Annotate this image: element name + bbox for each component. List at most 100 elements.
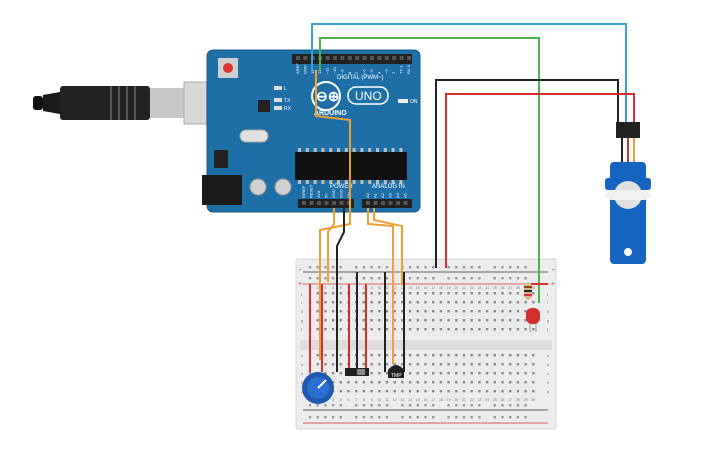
rail-hole[interactable] [509, 266, 512, 269]
breadboard-hole[interactable] [462, 354, 466, 357]
breadboard-hole[interactable] [509, 319, 512, 322]
breadboard-hole[interactable] [501, 301, 504, 304]
breadboard-hole[interactable] [416, 328, 419, 331]
analog-pin-hole[interactable] [373, 201, 378, 205]
breadboard-hole[interactable] [432, 319, 435, 322]
breadboard-hole[interactable] [324, 372, 327, 375]
breadboard-hole[interactable] [324, 319, 327, 322]
breadboard-hole[interactable] [532, 354, 535, 357]
rail-hole[interactable] [355, 404, 358, 407]
breadboard-hole[interactable] [501, 292, 504, 295]
breadboard-hole[interactable] [532, 328, 535, 331]
breadboard-hole[interactable] [455, 363, 458, 366]
rail-hole[interactable] [408, 277, 412, 280]
rail-hole[interactable] [516, 277, 520, 280]
breadboard-hole[interactable] [439, 354, 443, 357]
rail-hole[interactable] [401, 416, 404, 419]
breadboard-hole[interactable] [501, 381, 504, 384]
servo-motor[interactable] [605, 122, 651, 264]
breadboard-hole[interactable] [339, 292, 342, 295]
breadboard-hole[interactable] [501, 372, 504, 375]
breadboard-hole[interactable] [416, 292, 419, 295]
breadboard-hole[interactable] [416, 381, 419, 384]
rail-hole[interactable] [316, 266, 319, 269]
breadboard-hole[interactable] [408, 310, 412, 313]
rail-hole[interactable] [331, 277, 335, 280]
breadboard-hole[interactable] [339, 319, 342, 322]
rail-hole[interactable] [516, 266, 520, 269]
breadboard-hole[interactable] [416, 301, 419, 304]
breadboard-hole[interactable] [493, 328, 496, 331]
breadboard-hole[interactable] [339, 372, 342, 375]
breadboard-hole[interactable] [424, 390, 427, 393]
power-pin-hole[interactable] [324, 201, 329, 205]
rail-hole[interactable] [331, 266, 335, 269]
breadboard-hole[interactable] [447, 354, 450, 357]
breadboard-hole[interactable] [316, 328, 319, 331]
breadboard-hole[interactable] [462, 328, 466, 331]
breadboard-hole[interactable] [362, 319, 366, 322]
breadboard-hole[interactable] [455, 390, 458, 393]
breadboard-hole[interactable] [416, 319, 419, 322]
breadboard-hole[interactable] [485, 390, 489, 393]
rail-hole[interactable] [493, 266, 496, 269]
rail-hole[interactable] [501, 266, 504, 269]
breadboard-hole[interactable] [470, 328, 473, 331]
breadboard-hole[interactable] [355, 390, 358, 393]
rail-hole[interactable] [501, 277, 504, 280]
rail-hole[interactable] [447, 266, 450, 269]
rail-hole[interactable] [470, 266, 473, 269]
rail-hole[interactable] [478, 404, 481, 407]
breadboard-hole[interactable] [385, 372, 389, 375]
breadboard-hole[interactable] [439, 363, 443, 366]
digital-pin-hole[interactable] [296, 56, 300, 60]
breadboard-hole[interactable] [516, 381, 520, 384]
breadboard-hole[interactable] [316, 319, 319, 322]
breadboard-hole[interactable] [324, 363, 327, 366]
breadboard-hole[interactable] [370, 292, 373, 295]
breadboard-hole[interactable] [470, 319, 473, 322]
breadboard-hole[interactable] [447, 390, 450, 393]
breadboard-hole[interactable] [516, 363, 520, 366]
breadboard-hole[interactable] [424, 354, 427, 357]
breadboard-hole[interactable] [385, 354, 389, 357]
breadboard-hole[interactable] [478, 372, 481, 375]
breadboard-hole[interactable] [385, 328, 389, 331]
rail-hole[interactable] [470, 416, 473, 419]
breadboard-hole[interactable] [532, 301, 535, 304]
power-pin-hole[interactable] [317, 201, 321, 205]
rail-hole[interactable] [370, 277, 373, 280]
breadboard-hole[interactable] [424, 301, 427, 304]
rail-hole[interactable] [462, 266, 466, 269]
breadboard-hole[interactable] [416, 310, 419, 313]
rail-hole[interactable] [455, 416, 458, 419]
breadboard-hole[interactable] [516, 301, 520, 304]
breadboard-hole[interactable] [408, 328, 412, 331]
breadboard-hole[interactable] [524, 381, 527, 384]
breadboard-hole[interactable] [401, 310, 404, 313]
breadboard-hole[interactable] [470, 372, 473, 375]
rail-hole[interactable] [470, 404, 473, 407]
breadboard-hole[interactable] [532, 372, 535, 375]
breadboard-hole[interactable] [370, 390, 373, 393]
breadboard-hole[interactable] [378, 310, 381, 313]
breadboard-hole[interactable] [385, 363, 389, 366]
breadboard-hole[interactable] [393, 310, 396, 313]
breadboard-hole[interactable] [485, 319, 489, 322]
rail-hole[interactable] [370, 404, 373, 407]
breadboard-hole[interactable] [316, 363, 319, 366]
breadboard-hole[interactable] [401, 390, 404, 393]
rail-hole[interactable] [432, 277, 435, 280]
breadboard-hole[interactable] [462, 390, 466, 393]
breadboard-hole[interactable] [516, 390, 520, 393]
breadboard-hole[interactable] [524, 319, 527, 322]
breadboard-hole[interactable] [478, 310, 481, 313]
breadboard-hole[interactable] [416, 354, 419, 357]
breadboard-hole[interactable] [439, 301, 443, 304]
breadboard-hole[interactable] [493, 292, 496, 295]
breadboard-hole[interactable] [393, 301, 396, 304]
breadboard-hole[interactable] [324, 328, 327, 331]
breadboard-hole[interactable] [462, 381, 466, 384]
breadboard-hole[interactable] [370, 381, 373, 384]
breadboard-hole[interactable] [478, 363, 481, 366]
